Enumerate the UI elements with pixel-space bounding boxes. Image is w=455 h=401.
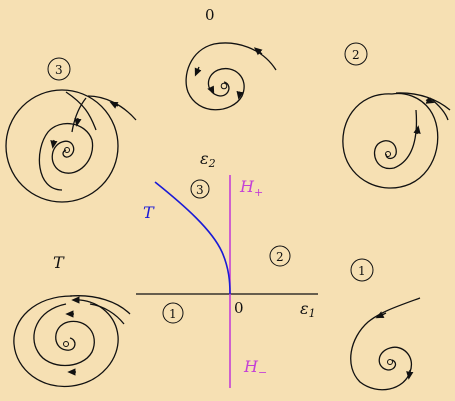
portrait-region-1: 1 (351, 259, 420, 390)
svg-text:2: 2 (276, 250, 284, 264)
equilibrium-point (388, 360, 393, 365)
separatrix (88, 96, 136, 120)
flow-arrow (409, 370, 410, 377)
epsilon2-label: ε2 (200, 149, 216, 170)
curve-T-label: T (143, 203, 155, 222)
outer-spiral (343, 94, 438, 189)
limit-cycle (6, 90, 118, 202)
spiral-trajectory (39, 124, 92, 190)
portrait-region-1-label: 1 (351, 259, 373, 281)
h-plus-label: H+ (239, 177, 263, 199)
h-minus-label: H− (243, 357, 267, 379)
svg-text:3: 3 (196, 183, 204, 197)
spiral-trajectory (186, 43, 276, 110)
flow-arrow (53, 140, 54, 146)
equilibrium-point (221, 83, 227, 89)
portrait-origin-label: 0 (205, 6, 215, 24)
portrait-region-2: 2 (343, 43, 450, 188)
portrait-region-3-label: 3 (48, 58, 70, 80)
spiral-trajectory (34, 304, 94, 366)
central-diagram: 0 ε1 ε2 T H+ H− 3 2 1 (136, 149, 318, 388)
flow-arrow (426, 100, 432, 102)
svg-text:3: 3 (55, 63, 63, 77)
origin-label: 0 (234, 299, 244, 317)
equilibrium-point (64, 342, 69, 347)
spiral-trajectory (375, 110, 417, 169)
flow-arrow (196, 67, 199, 74)
portrait-curve-T-label: T (53, 253, 65, 272)
portrait-region-3: 3 (6, 58, 136, 202)
trajectory (90, 304, 124, 324)
portrait-curve-T: T (14, 253, 130, 387)
region-1-marker: 1 (163, 303, 183, 323)
region-2-marker: 2 (270, 246, 290, 266)
svg-text:1: 1 (169, 307, 177, 321)
separatrix (396, 93, 450, 110)
portrait-origin: 0 (186, 6, 276, 110)
portrait-region-2-label: 2 (345, 43, 367, 65)
separatrix (70, 296, 130, 314)
curve-T (155, 182, 230, 294)
epsilon1-label: ε1 (300, 299, 316, 320)
svg-text:1: 1 (358, 264, 366, 278)
region-3-marker: 3 (191, 180, 209, 198)
flow-arrow (417, 128, 418, 134)
flow-arrow (239, 92, 240, 97)
trajectory (430, 98, 448, 120)
svg-text:2: 2 (352, 48, 360, 62)
flow-arrow (77, 118, 78, 124)
